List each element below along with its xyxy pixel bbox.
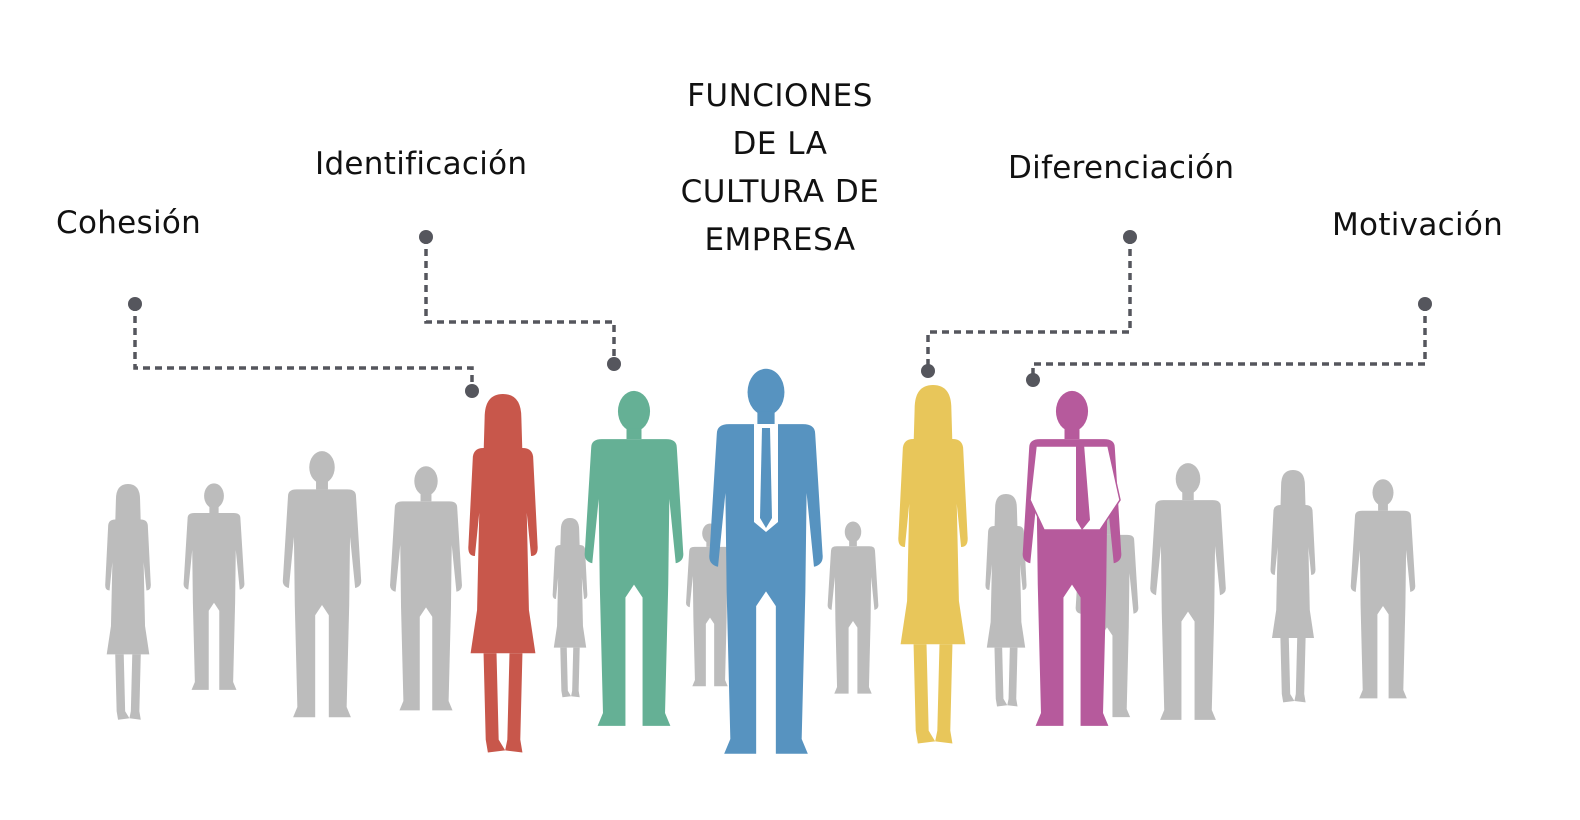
- title-line-4: EMPRESA: [704, 222, 856, 258]
- connector-cohesion: [133, 304, 474, 391]
- figure-center: [709, 368, 823, 754]
- crowd-figure: [105, 484, 151, 720]
- connector-diferenciacion: [926, 237, 1132, 371]
- figure-identificacion: [584, 390, 684, 726]
- connector-dot: [419, 230, 433, 244]
- crowd-figure: [1150, 463, 1226, 720]
- crowd-figure: [1350, 479, 1416, 699]
- title-line-2: DE LA: [732, 126, 828, 162]
- crowd-figure: [985, 494, 1027, 707]
- connector-identificacion: [424, 237, 616, 364]
- label-diferenciacion: Diferenciación: [1008, 150, 1235, 186]
- crowd-figure: [827, 521, 879, 694]
- figure-cohesion: [468, 394, 538, 753]
- connector-motivacion: [1031, 304, 1427, 380]
- label-cohesion: Cohesión: [56, 205, 202, 241]
- connectors: [128, 230, 1432, 398]
- title-line-1: FUNCIONES: [687, 78, 873, 114]
- figure-diferenciacion: [898, 385, 968, 744]
- crowd-figure: [1270, 470, 1316, 703]
- title-line-3: CULTURA DE: [680, 174, 880, 210]
- figure-motivacion: [1022, 390, 1122, 726]
- connector-dot: [465, 384, 479, 398]
- connector-dot: [128, 297, 142, 311]
- connector-dot: [607, 357, 621, 371]
- crowd-figure: [282, 451, 362, 718]
- connector-dot: [1418, 297, 1432, 311]
- diagram-title: FUNCIONES DE LA CULTURA DE EMPRESA: [640, 72, 920, 264]
- crowd-figure: [552, 518, 588, 698]
- connector-dot: [921, 364, 935, 378]
- connector-dot: [1026, 373, 1040, 387]
- crowd-figure: [183, 483, 245, 690]
- label-motivacion: Motivación: [1332, 207, 1504, 243]
- crowd-figure: [390, 466, 462, 711]
- connector-dot: [1123, 230, 1137, 244]
- label-identificacion: Identificación: [315, 146, 528, 182]
